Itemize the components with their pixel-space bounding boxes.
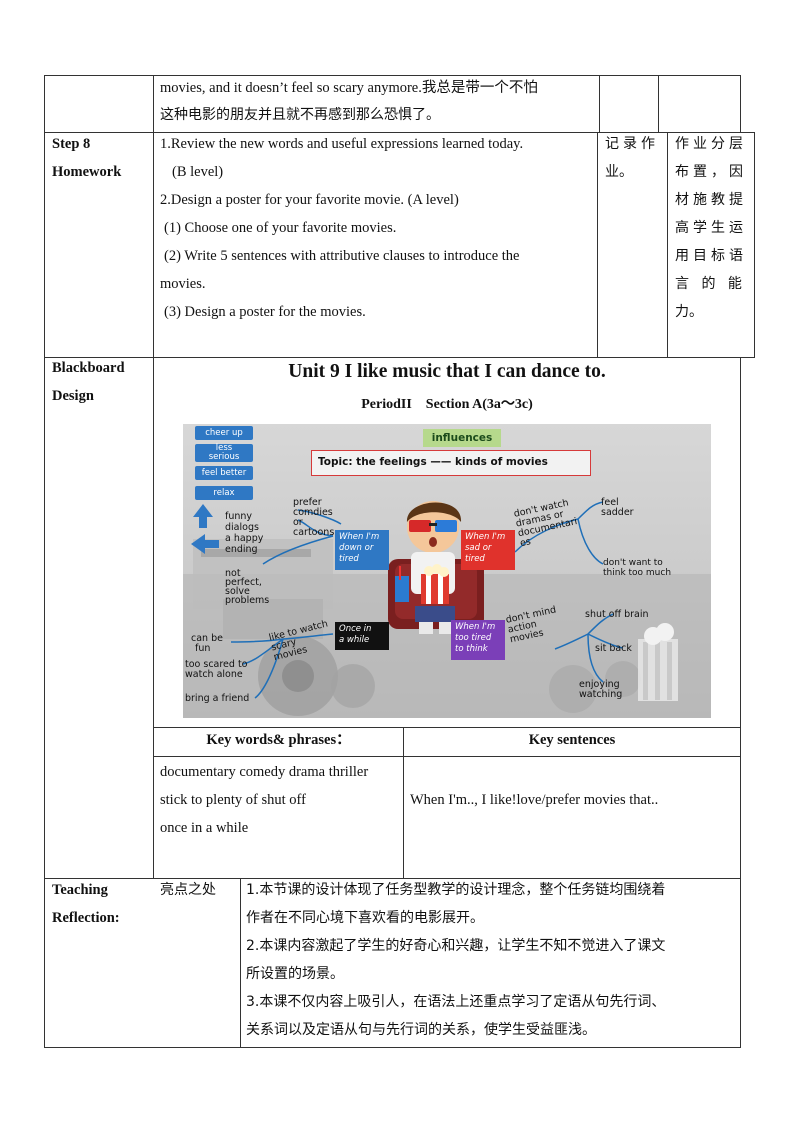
reflection-line-1: 1.本节课的设计体现了任务型教学的设计理念，整个任务链均围绕着 (246, 882, 666, 898)
word-not: not (225, 568, 241, 579)
key-words-line-1: documentary comedy drama thriller (160, 764, 369, 780)
reflection-line-4: 所设置的场景。 (246, 966, 344, 982)
purpose-1: 作业分层 (675, 136, 747, 152)
highlight-label: 亮点之处 (160, 882, 216, 898)
homework-line-5: (2) Write 5 sentences with attributive c… (164, 248, 520, 264)
homework-line-6: movies. (160, 276, 206, 292)
reflection-line-5: 3.本课不仅内容上吸引人，在语法上还重点学习了定语从句先行词、 (246, 994, 666, 1010)
student-activity-1: 记录作 (605, 136, 659, 152)
top-row-line-1: movies, and it doesn’t feel so scary any… (160, 80, 538, 96)
unit-title: Unit 9 I like music that I can dance to. (288, 361, 606, 382)
homework-line-7: (3) Design a poster for the movies. (164, 304, 366, 320)
word-funny: funny (225, 511, 253, 522)
period-subtitle: PeriodII Section A(3a～3c) (361, 397, 533, 412)
homework-line-3: 2.Design a poster for your favorite movi… (160, 192, 459, 208)
word-solve: solve (225, 586, 250, 597)
reflection-label: Teaching (52, 882, 108, 898)
reflection-line-3: 2.本课内容激起了学生的好奇心和兴趣，让学生不知不觉进入了课文 (246, 938, 666, 954)
homework-line-1: 1.Review the new words and useful expres… (160, 136, 524, 152)
word-shut-off-brain: shut off brain (585, 609, 649, 620)
step8-label: Step 8 (52, 136, 91, 152)
purpose-7: 力。 (675, 304, 703, 320)
purpose-3: 材施教提 (675, 192, 747, 208)
word-comdies: comdies (293, 507, 333, 518)
word-dialogs: dialogs (225, 522, 259, 533)
reflection-line-6: 关系词以及定语从句与先行词的关系，使学生受益匪浅。 (246, 1022, 596, 1038)
word-cartoons: cartoons (293, 527, 335, 538)
purpose-4: 高学生运 (675, 220, 747, 236)
word-or: or (293, 517, 303, 528)
homework-line-2: (B level) (172, 164, 224, 180)
word-ending: ending (225, 544, 258, 555)
word-bring-friend: bring a friend (185, 693, 250, 704)
key-sentence: When I'm.., I like!love/prefer movies th… (410, 792, 659, 808)
word-problems: problems (225, 595, 270, 606)
student-activity-2: 业。 (605, 164, 633, 180)
key-sentences-header: Key sentences (528, 732, 616, 748)
reflection-line-2: 作者在不同心境下喜欢看的电影展开。 (246, 910, 484, 926)
tag-cheer-up: cheer up (195, 426, 253, 440)
mind-map-image: cheer up less serious feel better relax … (183, 424, 711, 718)
key-words-header: Key words& phrases： (206, 732, 351, 748)
purpose-6: 言 的 能 (675, 276, 746, 292)
word-prefer: prefer (293, 497, 322, 508)
tag-feel-better: feel better (195, 466, 253, 480)
reflection-label-2: Reflection: (52, 910, 120, 926)
key-words-line-2: stick to plenty of shut off (160, 792, 306, 808)
word-sit-back: sit back (595, 643, 632, 654)
topic-label: Topic: the feelings —— kinds of movies (311, 450, 591, 476)
tag-relax: relax (195, 486, 253, 500)
key-words-line-3: once in a while (160, 820, 249, 836)
homework-line-4: (1) Choose one of your favorite movies. (164, 220, 397, 236)
tag-less-serious: less serious (195, 444, 253, 462)
influences-label: influences (423, 429, 501, 447)
blackboard-label-design: Design (52, 388, 94, 404)
purpose-5: 用目标语 (675, 248, 747, 264)
word-a-happy: a happy (225, 533, 264, 544)
purpose-2: 布置，因 (675, 164, 747, 180)
step8-label-homework: Homework (52, 164, 122, 180)
blackboard-label: Blackboard (52, 360, 125, 376)
top-row-line-2: 这种电影的朋友并且就不再感到那么恐惧了。 (160, 107, 440, 123)
word-perfect: perfect, (225, 577, 262, 588)
